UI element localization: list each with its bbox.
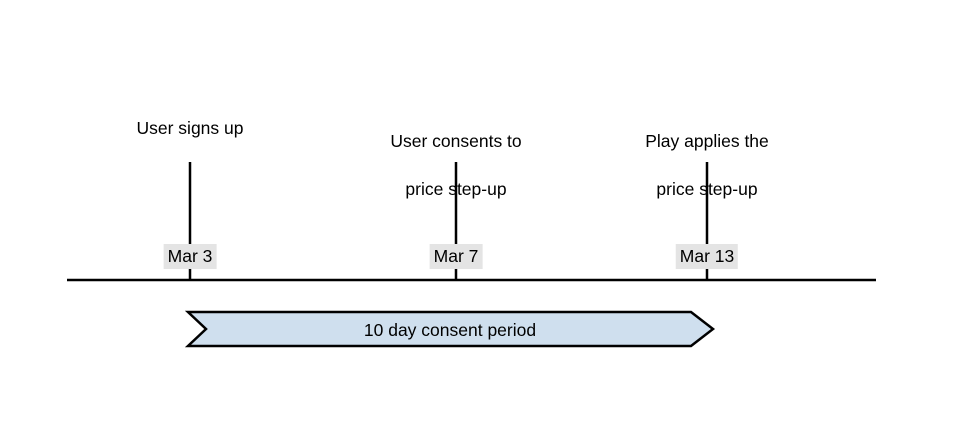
event-label-consent-line2: price step-up bbox=[405, 179, 507, 199]
event-label-apply-line2: price step-up bbox=[656, 179, 758, 199]
event-label-signup: User signs up bbox=[136, 118, 244, 138]
consent-period-label: 10 day consent period bbox=[363, 320, 537, 340]
event-label-apply-line1: Play applies the bbox=[645, 131, 769, 151]
event-label-consent-line1: User consents to bbox=[390, 131, 522, 151]
event-date-signup: Mar 3 bbox=[163, 244, 217, 269]
event-label-consent: User consents to price step-up bbox=[390, 105, 521, 225]
event-label-apply: Play applies the price step-up bbox=[645, 105, 769, 225]
event-date-apply: Mar 13 bbox=[675, 244, 739, 269]
event-date-consent: Mar 7 bbox=[429, 244, 483, 269]
consent-period-banner bbox=[184, 310, 716, 348]
